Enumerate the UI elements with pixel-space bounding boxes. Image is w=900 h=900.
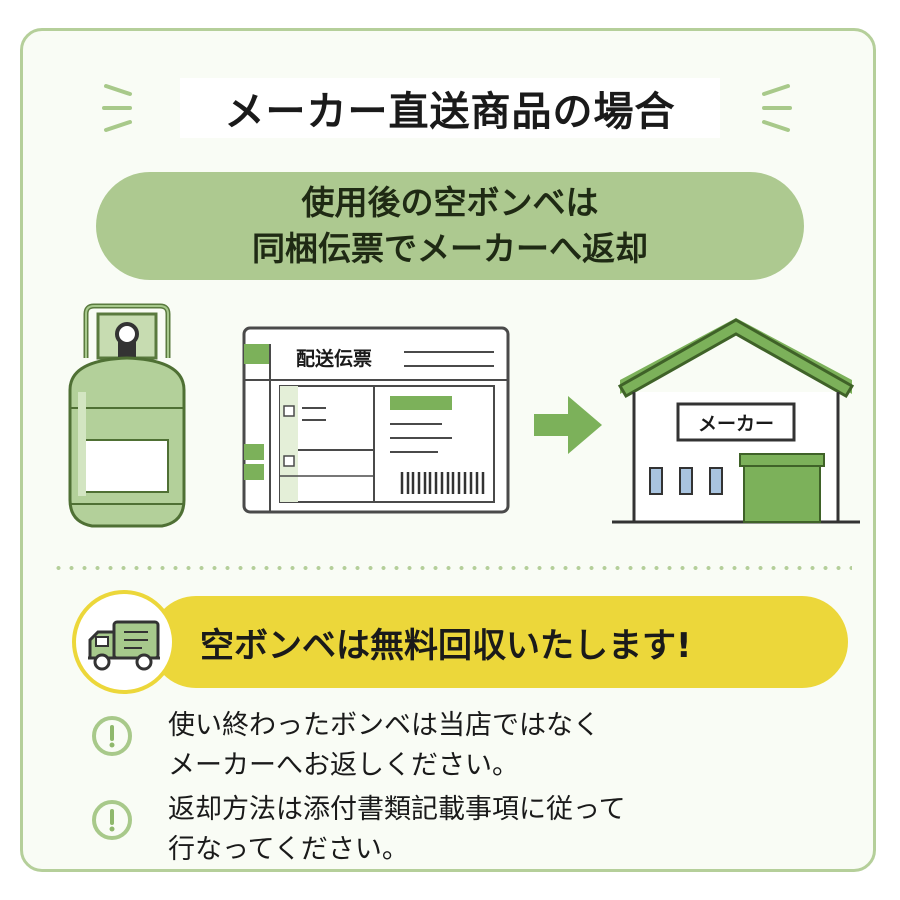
note-1: 使い終わったボンベは当店ではなく メーカーへお返しください。 <box>92 706 832 786</box>
banner-text: 空ボンベは無料回収いたします! <box>200 625 692 666</box>
sparkle-right-icon <box>762 84 792 132</box>
factory-icon <box>612 318 860 524</box>
subtitle-line-2: 同梱伝票でメーカーへ返却 <box>252 229 648 268</box>
note-2-line-2: 行なってください。 <box>168 834 409 865</box>
note-1-line-1: 使い終わったボンベは当店ではなく <box>168 710 600 741</box>
subtitle-pill: 使用後の空ボンベは 同梱伝票でメーカーへ返却 <box>96 172 804 280</box>
shipping-slip-icon <box>242 326 510 514</box>
note-2-line-1: 返却方法は添付書類記載事項に従って <box>168 794 626 825</box>
shipping-slip: 配送伝票 <box>242 326 510 514</box>
banner <box>150 596 848 688</box>
factory-sign: メーカー <box>697 412 774 435</box>
page-title: メーカー直送商品の場合 <box>180 78 720 138</box>
factory: メーカー <box>610 316 862 526</box>
truck-badge <box>72 590 176 694</box>
exclamation-icon <box>92 716 132 756</box>
dotted-divider <box>52 566 852 570</box>
note-1-line-2: メーカーへお返しください。 <box>168 750 519 781</box>
gas-cylinder-icon <box>68 303 186 528</box>
sparkle-left-icon <box>102 84 132 132</box>
truck-icon <box>88 620 160 671</box>
note-2: 返却方法は添付書類記載事項に従って 行なってください。 <box>92 790 832 870</box>
slip-label: 配送伝票 <box>296 348 373 370</box>
arrow-right-icon <box>534 396 602 454</box>
exclamation-icon <box>92 800 132 840</box>
subtitle-line-1: 使用後の空ボンベは <box>301 183 599 222</box>
